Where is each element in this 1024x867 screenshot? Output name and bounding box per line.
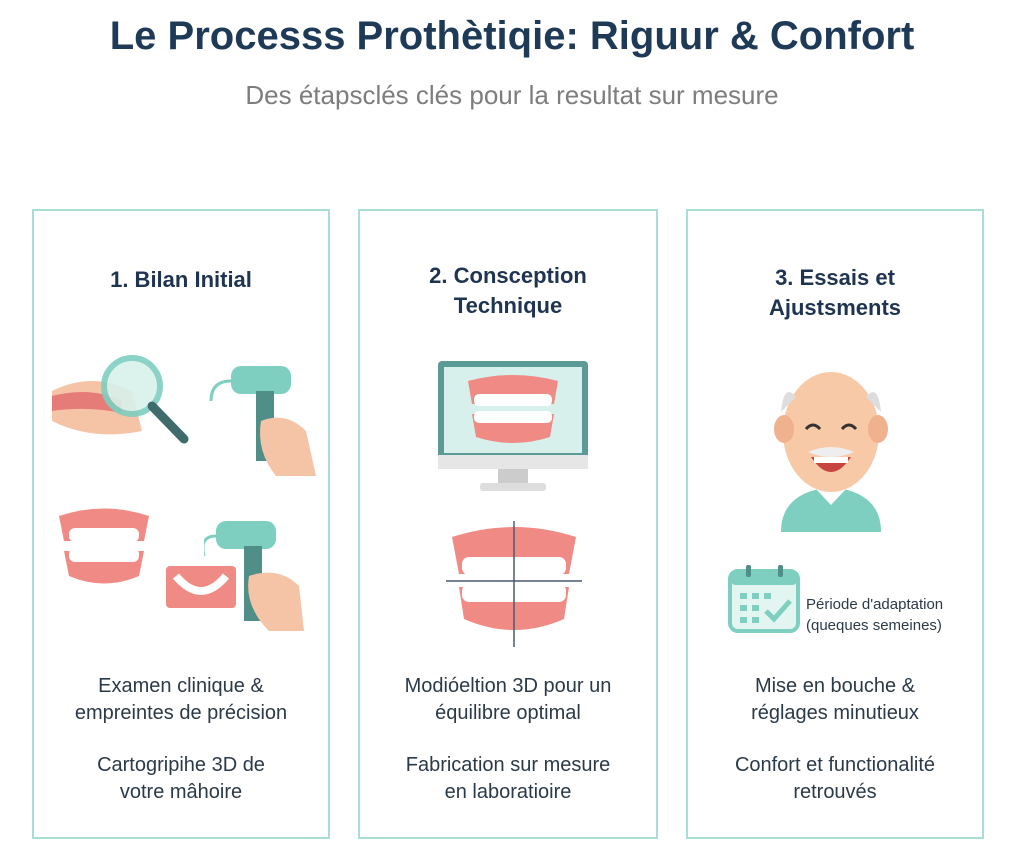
step-description: Modióeltion 3D pour un équilibre optimal xyxy=(404,675,612,724)
page-subtitle: Des étapsclés clés pour la resultat sur … xyxy=(245,80,779,110)
adaptation-period-label: Période d'adaptation(queques semeines) xyxy=(806,596,944,634)
denture-axis-icon xyxy=(446,521,582,647)
magnifier-gum-icon xyxy=(52,355,189,444)
impression-tray-icon xyxy=(166,566,236,608)
monitor-3d-model-icon xyxy=(438,361,588,491)
step-description: Cartogripihe 3D de votre mâhoire xyxy=(97,754,265,803)
step-description: Examen clinique & empreintes de précisio… xyxy=(74,675,288,724)
step-description: Mise en bouche & réglages minutieux xyxy=(751,675,919,724)
step-description: Confort et functionalité retrouvés xyxy=(734,754,936,803)
step-description: Fabrication sur mesure en laboratioire xyxy=(405,754,611,803)
step-title: 1. Bilan Initial xyxy=(110,267,252,292)
calendar-check-icon xyxy=(728,565,800,633)
step-card-bilan: 1. Bilan Initial Examen clinique & empre… xyxy=(32,209,330,839)
denture-icon xyxy=(59,508,149,584)
intraoral-scanner-icon xyxy=(204,521,304,631)
page-title: Le Processs Prothètiqie: Riguur & Confor… xyxy=(109,14,915,58)
scanner-hand-icon xyxy=(209,366,316,476)
smiling-patient-icon xyxy=(774,372,888,532)
